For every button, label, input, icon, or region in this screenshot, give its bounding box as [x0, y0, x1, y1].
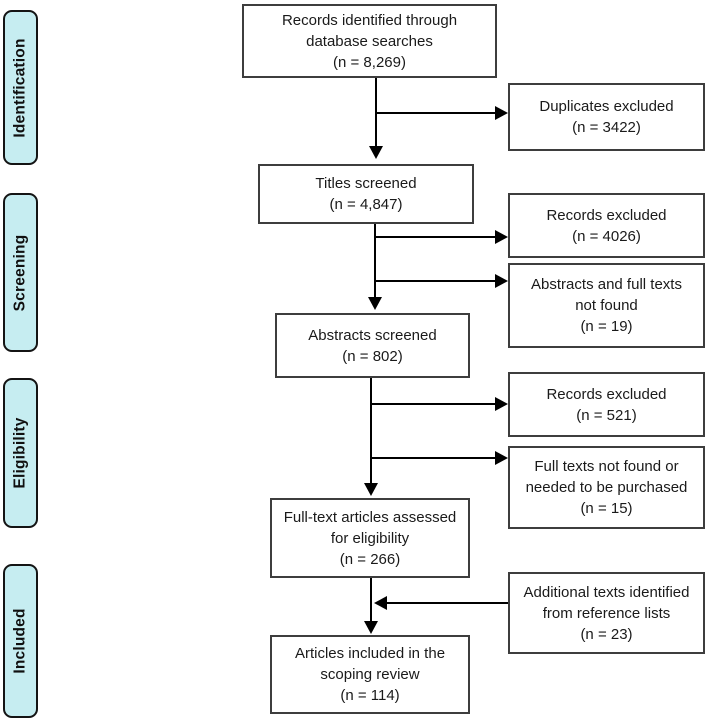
box-abstracts-fulltexts-not-found-text: Abstracts and full texts not found (n = …	[531, 276, 682, 335]
arrowhead-down-icon	[364, 621, 378, 634]
box-titles-screened: Titles screened (n = 4,847)	[258, 164, 474, 224]
arrowhead-right-icon	[495, 397, 508, 411]
box-articles-included-text: Articles included in the scoping review …	[294, 645, 446, 704]
arrowhead-right-icon	[495, 106, 508, 120]
box-fulltext-assessed: Full-text articles assessed for eligibil…	[270, 498, 470, 578]
stage-identification: Identification	[3, 10, 38, 165]
arrowhead-down-icon	[364, 483, 378, 496]
connector-line	[370, 578, 372, 622]
connector-line	[387, 602, 508, 604]
box-articles-included: Articles included in the scoping review …	[270, 635, 470, 714]
box-additional-texts-text: Additional texts identified from referen…	[523, 583, 690, 643]
box-duplicates-excluded-text: Duplicates excluded (n = 3422)	[539, 98, 674, 136]
stage-eligibility-label: Eligibility	[11, 417, 29, 489]
arrowhead-right-icon	[495, 451, 508, 465]
box-duplicates-excluded: Duplicates excluded (n = 3422)	[508, 83, 705, 151]
box-abstracts-fulltexts-not-found: Abstracts and full texts not found (n = …	[508, 263, 705, 348]
connector-line	[371, 457, 495, 459]
connector-line	[376, 112, 495, 114]
stage-identification-label: Identification	[11, 37, 29, 138]
arrowhead-down-icon	[368, 297, 382, 310]
box-abstracts-screened: Abstracts screened (n = 802)	[275, 313, 470, 378]
box-records-excluded-titles: Records excluded (n = 4026)	[508, 193, 705, 258]
stage-included: Included	[3, 564, 38, 718]
arrowhead-left-icon	[374, 596, 387, 610]
box-records-identified: Records identified through database sear…	[242, 4, 497, 78]
connector-line	[371, 403, 495, 405]
box-records-excluded-titles-text: Records excluded (n = 4026)	[546, 206, 667, 245]
arrowhead-right-icon	[495, 230, 508, 244]
box-fulltexts-not-found-purchase-text: Full texts not found or needed to be pur…	[525, 458, 688, 517]
stage-eligibility: Eligibility	[3, 378, 38, 528]
box-fulltexts-not-found-purchase: Full texts not found or needed to be pur…	[508, 446, 705, 529]
connector-line	[375, 280, 495, 282]
box-additional-texts: Additional texts identified from referen…	[508, 572, 705, 654]
box-abstracts-screened-text: Abstracts screened (n = 802)	[308, 326, 437, 365]
box-records-excluded-abstracts-text: Records excluded (n = 521)	[546, 385, 667, 424]
box-fulltext-assessed-text: Full-text articles assessed for eligibil…	[283, 508, 457, 568]
stage-screening: Screening	[3, 193, 38, 352]
box-records-identified-text: Records identified through database sear…	[281, 11, 458, 71]
connector-line	[370, 378, 372, 484]
arrowhead-down-icon	[369, 146, 383, 159]
connector-line	[375, 236, 495, 238]
connector-line	[374, 224, 376, 298]
stage-screening-label: Screening	[11, 234, 29, 311]
box-records-excluded-abstracts: Records excluded (n = 521)	[508, 372, 705, 437]
arrowhead-right-icon	[495, 274, 508, 288]
box-titles-screened-text: Titles screened (n = 4,847)	[315, 175, 417, 213]
stage-included-label: Included	[11, 608, 29, 674]
